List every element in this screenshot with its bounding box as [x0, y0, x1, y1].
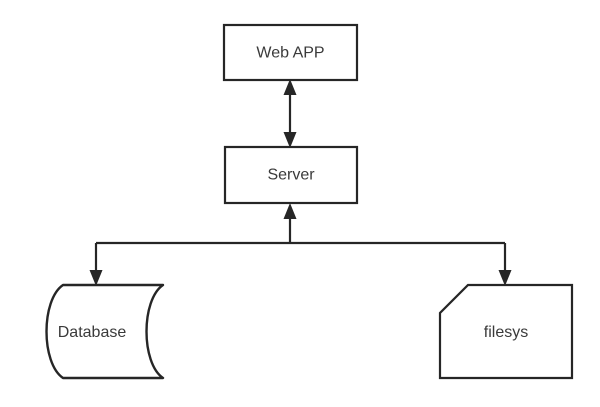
node-web-app-shape — [222, 23, 359, 82]
edge-web-app-server[interactable] — [283, 79, 297, 148]
edge-web-app-server-arrowhead-down — [283, 132, 297, 148]
edge-server-arrowhead — [283, 203, 297, 219]
node-filesys[interactable]: filesys — [438, 283, 574, 380]
node-web-app-label: Web APP — [256, 45, 324, 62]
node-server[interactable]: Server — [223, 145, 359, 205]
node-filesys-label: filesys — [484, 324, 528, 341]
node-database-shape — [45, 283, 165, 380]
node-database-label: Database — [58, 324, 127, 341]
edge-database-arrowhead — [89, 270, 103, 286]
edge-filesys-arrowhead — [498, 270, 512, 286]
edge-storage-bus[interactable] — [89, 203, 512, 286]
node-web-app[interactable]: Web APP — [222, 23, 359, 82]
node-server-shape — [223, 145, 359, 205]
node-filesys-shape — [438, 283, 574, 380]
node-database[interactable]: Database — [45, 283, 165, 380]
node-server-label: Server — [267, 167, 315, 184]
edge-web-app-server-arrowhead-up — [283, 79, 297, 95]
